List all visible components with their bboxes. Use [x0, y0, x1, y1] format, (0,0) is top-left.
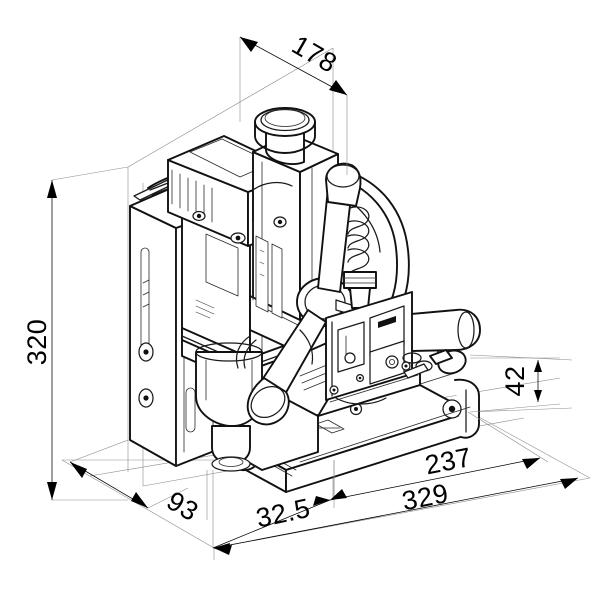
arrowhead-329-left — [214, 545, 232, 555]
arrowhead-320-bottom — [47, 482, 57, 500]
dimension-label-320: 320 — [22, 319, 52, 366]
arrowhead-329-right — [560, 478, 578, 489]
coolant-hose — [235, 329, 314, 369]
safety-spring — [343, 206, 377, 309]
right-fittings — [402, 349, 467, 379]
arrowhead-178-left — [240, 37, 258, 52]
feed-lever-assembly — [246, 162, 393, 426]
arrowhead-320-top — [47, 180, 57, 198]
arrowhead-42-top — [534, 360, 542, 372]
magnetic-drill-machine — [129, 107, 481, 493]
control-panel — [325, 291, 413, 405]
dimension-42: 42 — [469, 357, 561, 413]
arrowhead-32-5-right — [313, 496, 330, 506]
arrowhead-237-left — [330, 489, 347, 500]
arrowhead-178-right — [329, 80, 347, 95]
arrowhead-237-right — [522, 458, 540, 469]
arrowhead-93-right — [131, 492, 148, 508]
arrowhead-42-bottom — [534, 390, 542, 402]
dimension-320: 320 — [22, 166, 129, 501]
center-column-detail — [252, 221, 283, 319]
dimension-label-42: 42 — [500, 365, 530, 396]
arrowhead-93-left — [70, 462, 87, 478]
